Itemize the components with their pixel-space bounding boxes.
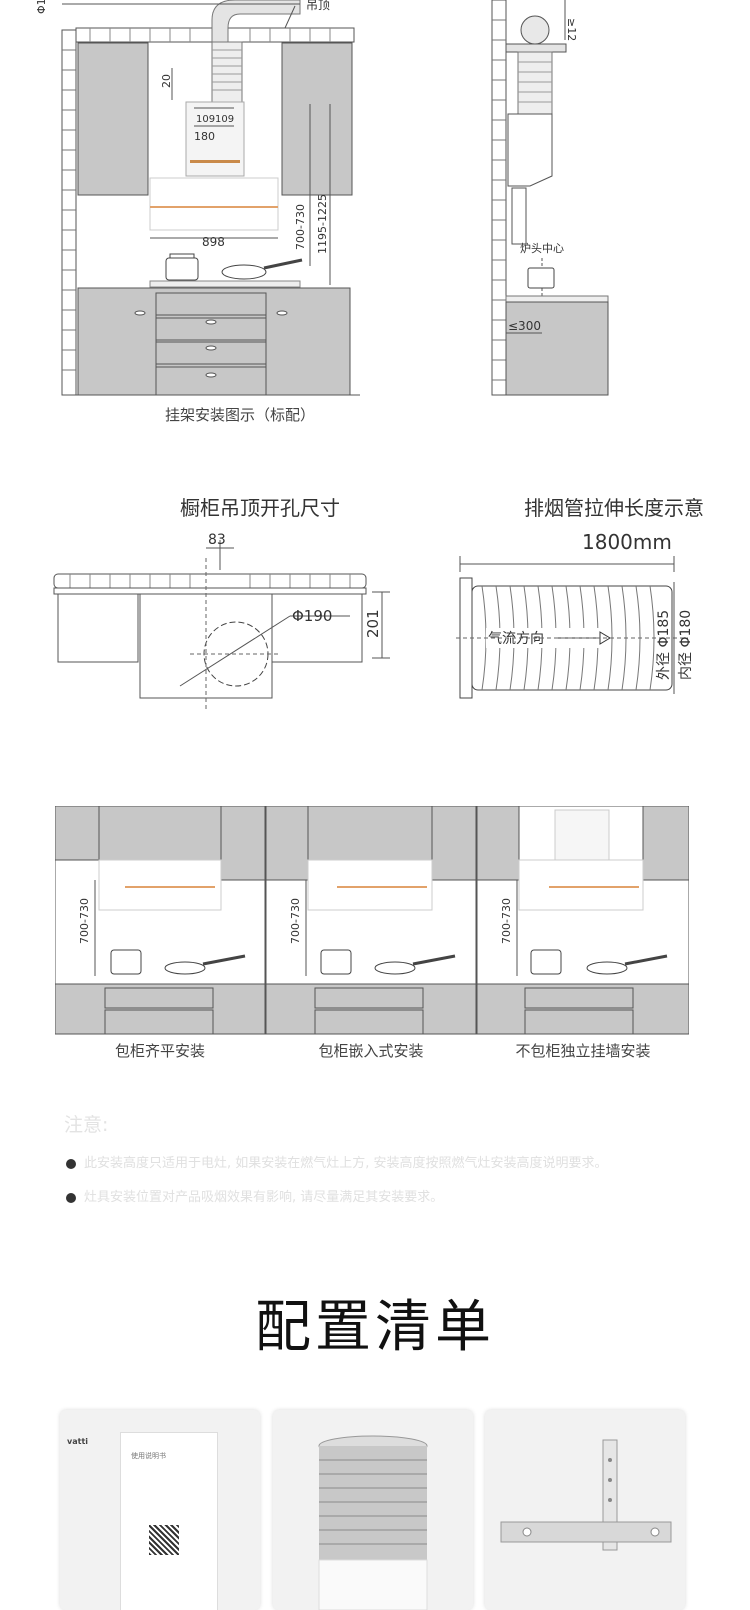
qr-code-icon [149, 1525, 179, 1555]
dim-ge12: ≥12 [565, 18, 578, 41]
duct-bend [211, 0, 301, 43]
side-duct-top [520, 15, 550, 45]
duct-length-title: 排烟管拉伸长度示意 [524, 496, 704, 520]
manual-title: 使用说明书 [131, 1452, 166, 1460]
dim-898: 898 [202, 235, 225, 249]
pan-icon [221, 258, 303, 280]
dim-20: 20 [160, 74, 173, 88]
bullet-icon [66, 1158, 76, 1169]
upper-cabinet-left [77, 42, 149, 196]
left-brick-wall [61, 29, 77, 396]
right-brick-wall [491, 0, 507, 396]
dim-190: Φ190 [292, 607, 332, 625]
outer-diameter: 外径 Φ185 [656, 610, 672, 680]
bullet-icon [66, 1192, 76, 1203]
mode1-dim: 700-730 [78, 898, 91, 944]
mode1-caption: 包柜齐平安装 [114, 1042, 205, 1060]
pot-icon [165, 253, 199, 281]
config-title: 配置清单 [255, 1295, 495, 1360]
inner-diameter: 内径 Φ180 [678, 610, 694, 680]
base-cabinets [77, 287, 351, 396]
install-modes-diagram [55, 806, 689, 1035]
manual-brand: vatti [67, 1437, 89, 1446]
hood-panel [149, 177, 279, 231]
dim-1195-1225: 1195-1225 [316, 194, 329, 254]
dim-700-730: 700-730 [294, 204, 307, 250]
burner-center-label: 炉头中心 [520, 242, 564, 255]
dim-180: 180 [194, 130, 215, 143]
dim-109-a: 109 [196, 114, 215, 125]
side-base-cabinet [505, 301, 609, 396]
manual-image: vatti 使用说明书 [67, 1432, 218, 1610]
ceiling-hole-title: 橱柜吊顶开孔尺寸 [180, 496, 340, 520]
dim-201: 201 [364, 609, 382, 638]
phi-label: Φ19 [35, 0, 48, 14]
bracket-install-caption: 挂架安装图示（标配） [164, 406, 315, 424]
ceiling-hole-diagram: 83 Φ190 201 [53, 532, 390, 710]
side-duct [517, 51, 553, 115]
bracket-install-diagram: Φ19 吊顶 20 109 109 180 898 700-730 1195-1… [35, 0, 609, 396]
note-item: 此安装高度只适用于电灶, 如果安装在燃气灶上方, 安装高度按照燃气灶安装高度说明… [66, 1152, 608, 1171]
duct-roll-image [318, 1435, 428, 1610]
note-item: 灶具安装位置对产品吸烟效果有影响, 请尽量满足其安装要求。 [66, 1186, 443, 1205]
airflow-label: 气流方向 [488, 631, 544, 647]
dim-le300: ≤300 [508, 319, 541, 333]
duct-length-value: 1800mm [582, 530, 672, 554]
flexible-duct [211, 41, 243, 103]
bracket-image [500, 1439, 672, 1551]
hood-chimney [185, 101, 245, 177]
config-card-duct [273, 1410, 473, 1610]
mode2-caption: 包柜嵌入式安装 [318, 1042, 424, 1060]
notes-title: 注意: [64, 1114, 109, 1136]
dim-109-b: 109 [215, 114, 234, 125]
config-card-bracket [485, 1410, 685, 1610]
side-hood-body [507, 113, 553, 187]
mode3-caption: 不包柜独立挂墙安装 [515, 1042, 651, 1060]
mode2-dim: 700-730 [289, 898, 302, 944]
upper-cabinet-right [281, 42, 353, 196]
ceiling-label: 吊顶 [306, 0, 330, 12]
config-card-manual: vatti 使用说明书 [60, 1410, 260, 1610]
duct-length-diagram: 气流方向 外径 Φ185 内径 Φ180 [456, 556, 694, 699]
mode3-dim: 700-730 [500, 898, 513, 944]
dim-83: 83 [208, 532, 226, 548]
